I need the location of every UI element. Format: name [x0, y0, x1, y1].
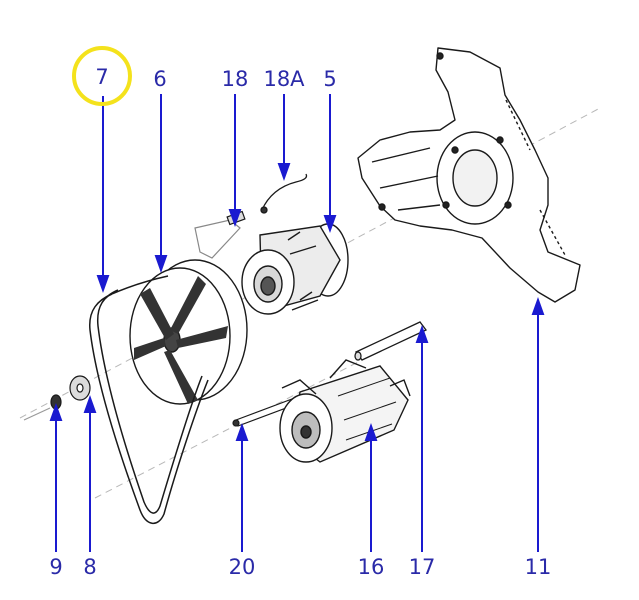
callout-8[interactable]: 8 — [83, 555, 96, 579]
part-7-belt[interactable] — [89, 275, 209, 524]
part-11-bracket[interactable] — [357, 47, 581, 303]
callout-5[interactable]: 5 — [323, 67, 336, 91]
part-6-pulley[interactable] — [129, 259, 248, 405]
callout-7-highlight-ring — [72, 46, 132, 106]
part-17-rod[interactable] — [354, 321, 427, 361]
callout-11[interactable]: 11 — [525, 555, 552, 579]
callout-16[interactable]: 16 — [358, 555, 385, 579]
callout-9[interactable]: 9 — [49, 555, 62, 579]
leader-7 — [96, 96, 110, 293]
leader-lines — [49, 94, 545, 552]
leader-16 — [364, 423, 378, 552]
leader-11 — [531, 297, 545, 552]
leader-20 — [235, 423, 249, 552]
callout-6[interactable]: 6 — [153, 67, 166, 91]
callout-7[interactable]: 7 — [95, 65, 108, 89]
part-5-hub[interactable] — [241, 223, 349, 315]
callout-17[interactable]: 17 — [409, 555, 436, 579]
callout-18a[interactable]: 18A — [263, 67, 305, 91]
part-16-motor[interactable] — [279, 359, 411, 463]
callout-18[interactable]: 18 — [222, 67, 249, 91]
leader-18 — [228, 94, 242, 227]
part-18-bracket[interactable] — [194, 210, 246, 259]
leader-9 — [49, 403, 63, 552]
part-9-bolt[interactable] — [23, 394, 62, 421]
part-8-washer[interactable] — [69, 375, 91, 401]
callout-20[interactable]: 20 — [229, 555, 256, 579]
leader-17 — [415, 325, 429, 552]
leader-6 — [154, 94, 168, 273]
leader-18a — [277, 94, 291, 181]
leader-5 — [323, 94, 337, 233]
leader-8 — [83, 395, 97, 552]
part-18a-sensor-cable[interactable] — [260, 173, 308, 214]
